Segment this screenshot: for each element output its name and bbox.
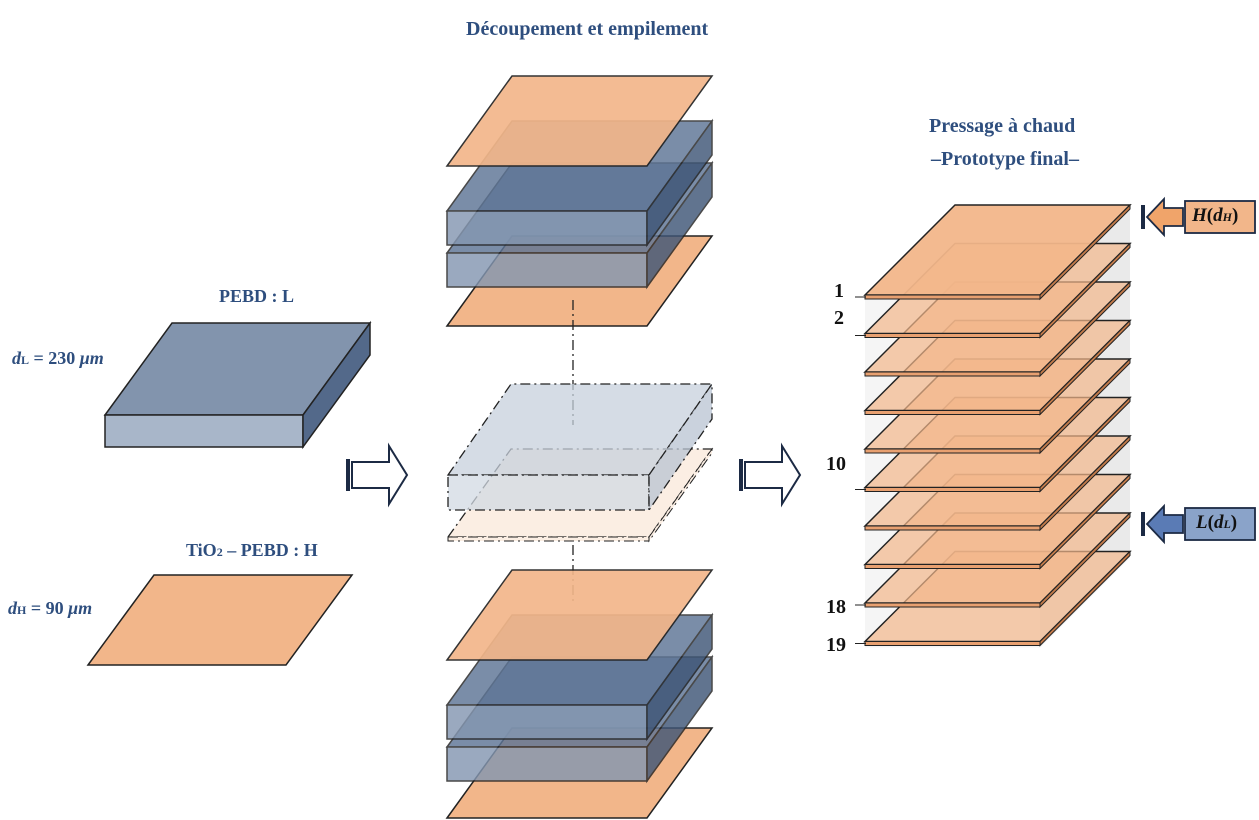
process-arrow-right <box>739 442 802 508</box>
tio2-label: TiO2 – PEBD : H <box>186 540 318 560</box>
marker-h-label: H(dH) <box>1192 205 1239 226</box>
stack-sheet-side <box>1039 473 1131 570</box>
layer-number-19: 19 <box>826 634 846 656</box>
layer-number-1: 1 <box>834 280 844 302</box>
right-title-line2: –Prototype final– <box>931 148 1079 170</box>
marker-l-label: L(dL) <box>1196 512 1238 533</box>
stack-sheet-side <box>1039 319 1131 416</box>
stack-sheet-side <box>1039 203 1131 301</box>
stack-sheet-edge <box>864 410 1041 415</box>
stack-sheet-side <box>1039 396 1131 493</box>
stack-sheet-side <box>1039 511 1131 609</box>
stack-sheet-edge <box>864 294 1041 300</box>
stack-sheet-edge <box>864 641 1041 646</box>
stack-top-group <box>445 75 714 327</box>
stack-sheet-edge <box>864 602 1041 608</box>
stack-sheet-side <box>1039 550 1131 647</box>
stack-sheet-edge <box>864 448 1041 454</box>
stack-bottom-group <box>445 569 714 819</box>
stack-sheet-edge <box>864 333 1041 338</box>
process-arrow-left <box>346 442 409 508</box>
pebd-l-block <box>103 320 372 450</box>
main-title: Découpement et empilement <box>466 18 709 40</box>
stack-sheet-edge <box>864 371 1041 377</box>
stack-sheet-side <box>1039 357 1131 455</box>
marker-h <box>1141 196 1256 238</box>
stack-sheet-side <box>1039 434 1131 532</box>
pressed-prototype-stack <box>855 203 1132 648</box>
right-title-line1: Pressage à chaud <box>929 115 1076 137</box>
stack-sheet-edge <box>864 487 1041 492</box>
stack-sheet-side <box>1039 280 1131 378</box>
stack-sheet-side <box>1039 242 1131 339</box>
d-h-label: dH = 90 μm <box>8 598 93 618</box>
ghost-stack-middle <box>446 381 714 543</box>
layer-number-2: 2 <box>834 307 844 329</box>
tio2-pebd-h-sheet <box>86 574 354 666</box>
d-l-label: dL = 230 μm <box>12 348 104 368</box>
marker-l <box>1141 503 1256 545</box>
layer-number-18: 18 <box>826 596 846 618</box>
stack-sheet-edge <box>864 564 1041 569</box>
stack-sheet-edge <box>864 525 1041 531</box>
pebd-l-label: PEBD : L <box>219 286 295 306</box>
layer-number-10: 10 <box>826 453 846 475</box>
